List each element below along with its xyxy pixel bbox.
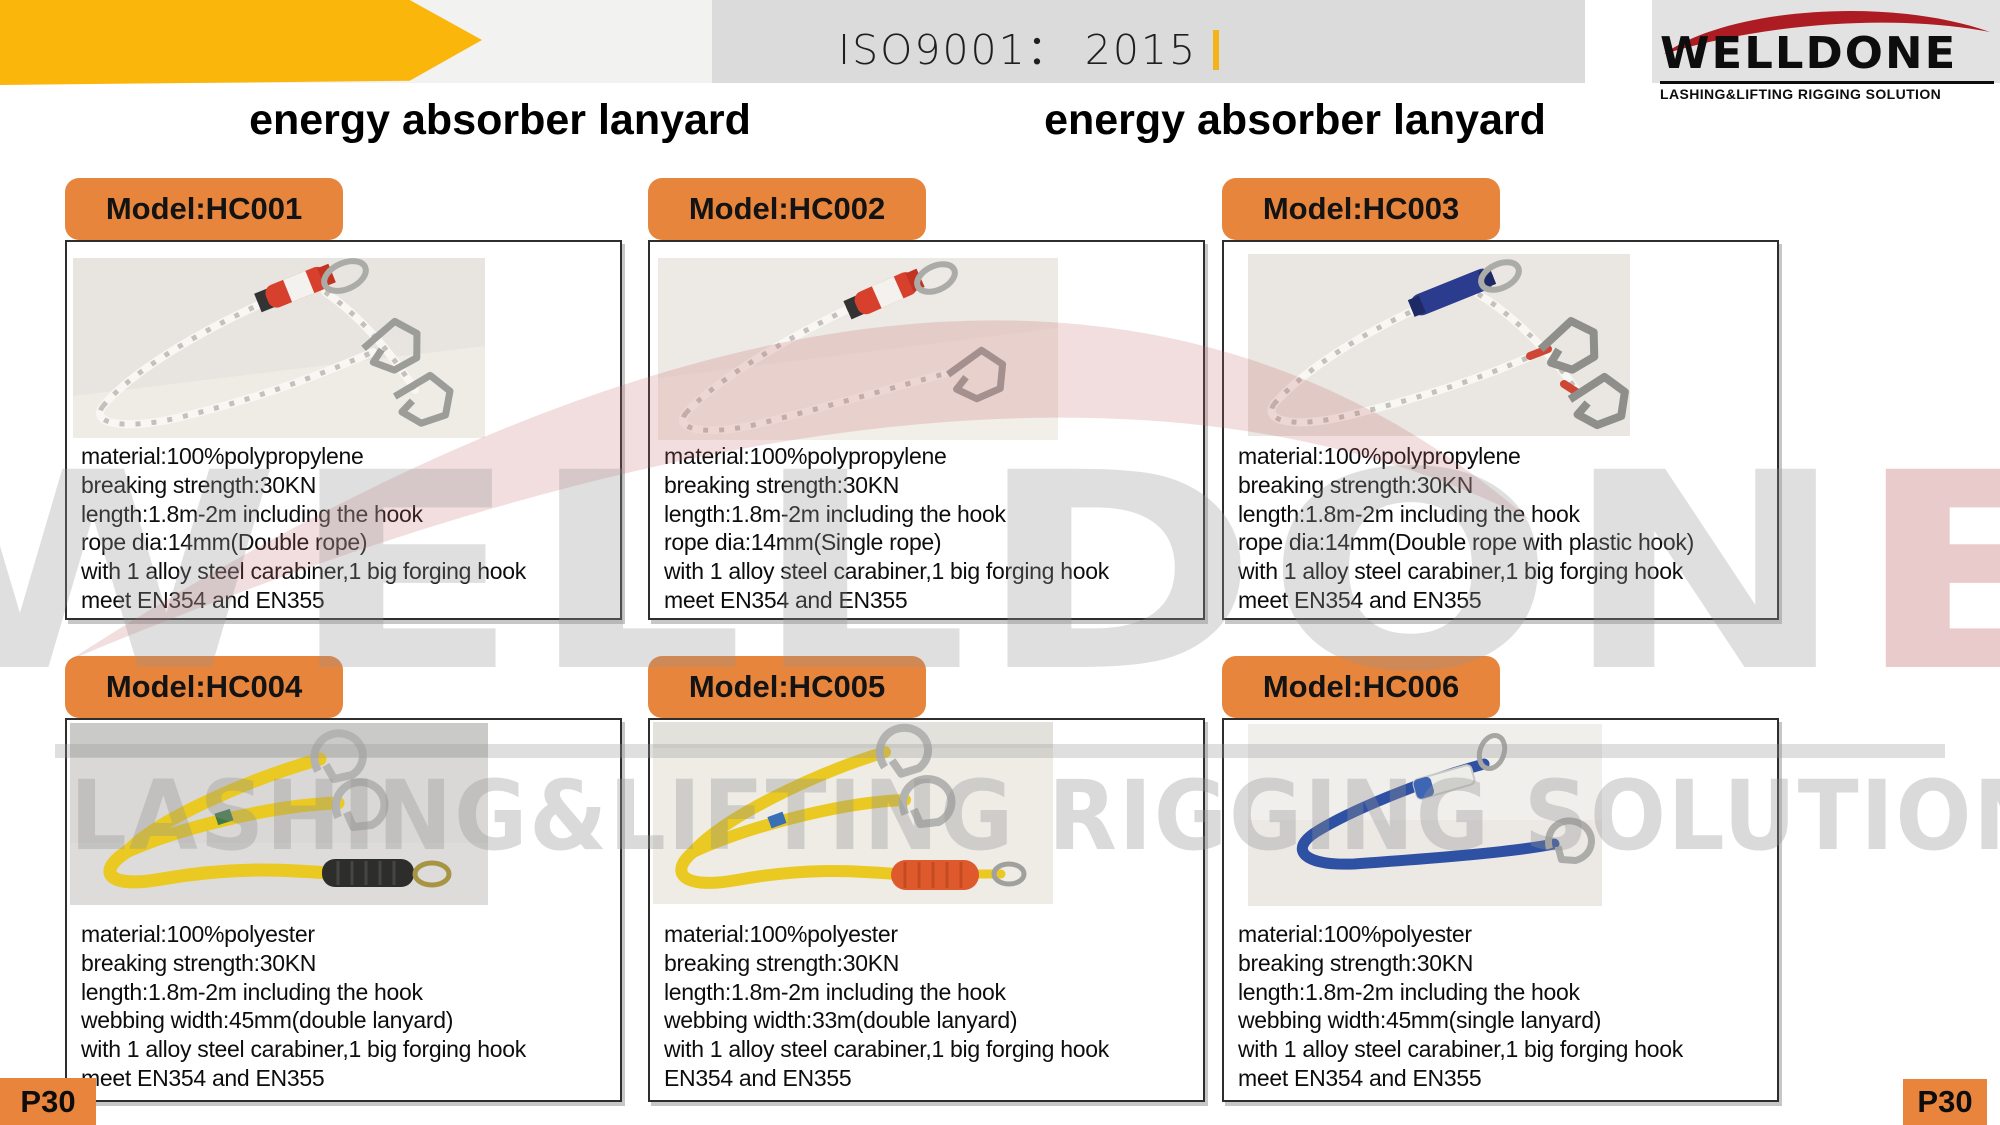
model-label: Model:HC002	[688, 191, 886, 226]
spec-line: breaking strength:30KN	[1238, 471, 1474, 498]
spec-line: material:100%polypropylene	[1238, 443, 1521, 469]
model-badge: Model:HC002	[648, 178, 926, 240]
spec-line: length:1.8m-2m including the hook	[664, 500, 1006, 527]
page-number-left: P30	[0, 1078, 96, 1125]
spec-line: length:1.8m-2m including the hook	[1238, 978, 1580, 1005]
spec-list: material:100%polyester breaking strength…	[81, 920, 614, 1093]
model-label: Model:HC001	[105, 191, 303, 226]
spec-line: with 1 alloy steel carabiner,1 big forgi…	[81, 558, 526, 585]
spec-list: material:100%polypropylene breaking stre…	[664, 442, 1197, 615]
product-card-hc004: Model:HC004 mater	[65, 656, 622, 1102]
product-card-hc001: Model:HC001	[65, 178, 622, 620]
spec-line: breaking strength:30KN	[664, 949, 900, 976]
product-photo-drawing	[1248, 254, 1630, 436]
spec-line: material:100%polypropylene	[81, 443, 364, 469]
model-label: Model:HC003	[1262, 191, 1460, 226]
section-title-right: energy absorber lanyard	[1044, 96, 1546, 144]
model-badge: Model:HC005	[648, 656, 926, 718]
spec-line: length:1.8m-2m including the hook	[81, 500, 423, 527]
spec-line: EN354 and EN355	[664, 1064, 852, 1091]
model-label: Model:HC005	[688, 669, 886, 704]
product-photo-drawing	[73, 258, 485, 438]
product-photo-drawing	[653, 722, 1053, 904]
spec-line: meet EN354 and EN355	[1238, 586, 1482, 613]
logo-tagline: LASHING&LIFTING RIGGING SOLUTION	[1660, 86, 1942, 102]
spec-line: meet EN354 and EN355	[81, 586, 325, 613]
spec-line: webbing width:45mm(double lanyard)	[81, 1007, 454, 1034]
model-label: Model:HC004	[105, 669, 303, 704]
spec-line: length:1.8m-2m including the hook	[664, 978, 1006, 1005]
model-badge: Model:HC006	[1222, 656, 1500, 718]
spec-line: with 1 alloy steel carabiner,1 big forgi…	[1238, 558, 1683, 585]
product-photo-drawing	[70, 723, 488, 905]
product-card-hc003: Model:HC003	[1222, 178, 1779, 620]
spec-line: meet EN354 and EN355	[664, 586, 908, 613]
spec-line: length:1.8m-2m including the hook	[81, 978, 423, 1005]
watermark-brand-accent: E	[1855, 416, 2000, 732]
product-photo-hc002	[658, 258, 1058, 440]
iso-certification-text: ISO9001： 2015	[838, 16, 1220, 76]
model-label: Model:HC006	[1262, 669, 1460, 704]
model-badge: Model:HC004	[65, 656, 343, 718]
spec-line: webbing width:33m(double lanyard)	[664, 1007, 1018, 1034]
spec-line: breaking strength:30KN	[664, 471, 900, 498]
product-photo-hc003	[1248, 254, 1630, 436]
spec-line: material:100%polyester	[664, 921, 898, 947]
spec-list: material:100%polyester breaking strength…	[1238, 920, 1771, 1093]
section-title-left: energy absorber lanyard	[249, 96, 751, 144]
product-card-hc006: Model:HC006 material:100%polyester	[1222, 656, 1779, 1102]
product-photo-drawing	[1248, 724, 1602, 906]
spec-line: with 1 alloy steel carabiner,1 big forgi…	[1238, 1036, 1683, 1063]
logo-swoosh-icon	[1664, 10, 1990, 54]
logo-divider-line	[1660, 81, 1994, 84]
yellow-divider-bar-icon	[1213, 30, 1220, 70]
spec-line: rope dia:14mm(Single rope)	[664, 529, 942, 556]
spec-list: material:100%polyester breaking strength…	[664, 920, 1197, 1093]
model-badge: Model:HC003	[1222, 178, 1500, 240]
spec-list: material:100%polypropylene breaking stre…	[1238, 442, 1771, 615]
spec-line: breaking strength:30KN	[81, 949, 317, 976]
spec-line: rope dia:14mm(Double rope with plastic h…	[1238, 529, 1694, 556]
spec-line: material:100%polypropylene	[664, 443, 947, 469]
spec-line: rope dia:14mm(Double rope)	[81, 529, 368, 556]
product-photo-drawing	[658, 258, 1058, 440]
spec-line: length:1.8m-2m including the hook	[1238, 500, 1580, 527]
product-card-hc002: Model:HC002	[648, 178, 1205, 620]
iso-label: ISO9001： 2015	[838, 26, 1198, 74]
spec-line: material:100%polyester	[1238, 921, 1472, 947]
spec-line: webbing width:45mm(single lanyard)	[1238, 1007, 1602, 1034]
product-photo-hc001	[73, 258, 485, 438]
spec-line: breaking strength:30KN	[81, 471, 317, 498]
spec-line: with 1 alloy steel carabiner,1 big forgi…	[664, 1036, 1109, 1063]
spec-line: material:100%polyester	[81, 921, 315, 947]
product-photo-hc006	[1248, 724, 1602, 906]
spec-line: breaking strength:30KN	[1238, 949, 1474, 976]
page-number-right: P30	[1903, 1079, 1987, 1125]
iso-banner	[712, 0, 1585, 83]
model-badge: Model:HC001	[65, 178, 343, 240]
product-card-hc005: Model:HC005 mater	[648, 656, 1205, 1102]
spec-line: meet EN354 and EN355	[81, 1064, 325, 1091]
company-logo: WELLDONE LASHING&LIFTING RIGGING SOLUTIO…	[1652, 0, 2000, 104]
product-photo-hc005	[653, 722, 1053, 904]
logo-brand-text: WELLDONE	[1660, 28, 1958, 79]
product-photo-hc004	[70, 723, 488, 905]
yellow-arrow-banner	[0, 0, 482, 85]
spec-line: meet EN354 and EN355	[1238, 1064, 1482, 1091]
spec-line: with 1 alloy steel carabiner,1 big forgi…	[81, 1036, 526, 1063]
spec-line: with 1 alloy steel carabiner,1 big forgi…	[664, 558, 1109, 585]
spec-list: material:100%polypropylene breaking stre…	[81, 442, 614, 615]
